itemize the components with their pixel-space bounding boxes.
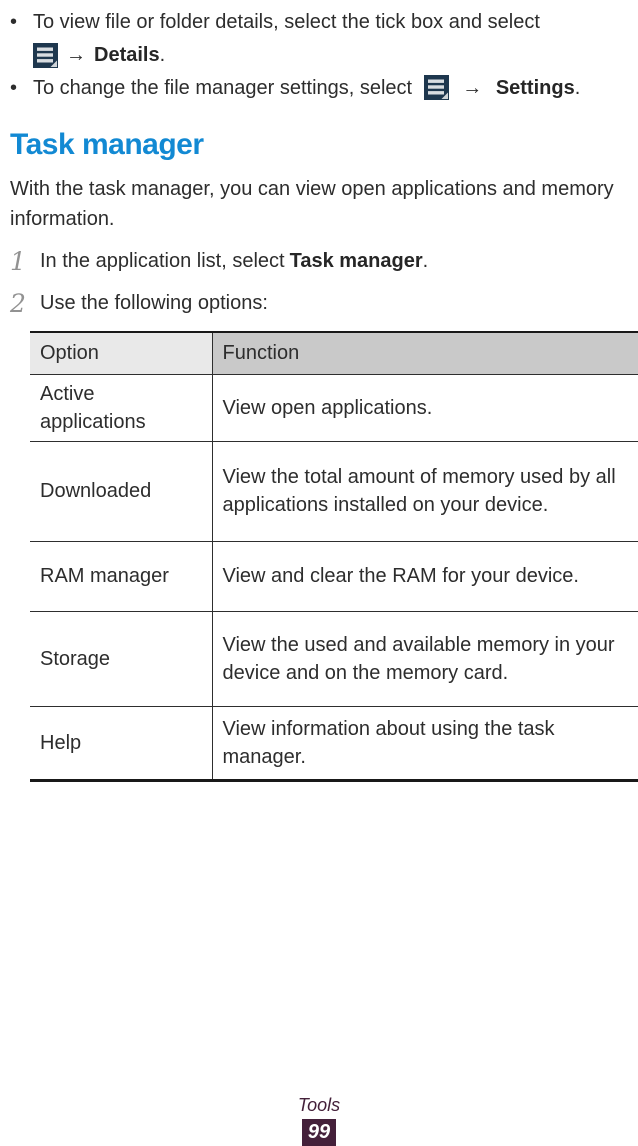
step-suffix: . xyxy=(422,250,429,272)
step-text: Use the following options: xyxy=(40,292,268,314)
step-number: 1 xyxy=(10,247,26,276)
step-item: 2 Use the following options: xyxy=(10,289,638,318)
section-heading: Task manager xyxy=(10,128,204,161)
step-text: In the application list, select xyxy=(40,250,285,272)
page-footer: Tools 99 xyxy=(0,1095,638,1146)
arrow-right-icon: → xyxy=(462,77,483,99)
function-cell: View open applications. xyxy=(212,374,638,442)
table-row: Active applications View open applicatio… xyxy=(30,374,638,442)
bullet-text: To change the file manager settings, sel… xyxy=(33,77,413,99)
bullet-suffix: . xyxy=(159,44,166,66)
option-cell: Active applications xyxy=(30,374,213,442)
bullet-bold-term: Details xyxy=(94,44,160,66)
table-header-option: Option xyxy=(30,332,213,375)
table-header-row: Option Function xyxy=(30,332,638,375)
step-number: 2 xyxy=(10,289,26,318)
option-cell: RAM manager xyxy=(30,541,213,612)
option-cell: Storage xyxy=(30,611,213,707)
intro-paragraph: With the task manager, you can view open… xyxy=(10,178,614,230)
menu-icon xyxy=(33,42,58,68)
bullet-text: To view file or folder details, select t… xyxy=(33,11,540,33)
arrow-right-icon: → xyxy=(66,44,86,66)
table-row: Storage View the used and available memo… xyxy=(30,611,638,707)
function-cell: View information about using the task ma… xyxy=(212,706,638,781)
function-cell: View and clear the RAM for your device. xyxy=(212,541,638,612)
table-row: Downloaded View the total amount of memo… xyxy=(30,441,638,542)
bullet-dot: • xyxy=(10,11,18,33)
menu-icon xyxy=(423,75,449,100)
page-number-badge: 99 xyxy=(302,1119,336,1146)
bullet-suffix: . xyxy=(574,77,581,99)
bullet-bold-term: Settings xyxy=(495,77,575,99)
function-cell: View the used and available memory in yo… xyxy=(212,611,638,707)
bullet-item: • To view file or folder details, select… xyxy=(10,7,638,71)
table-row: RAM manager View and clear the RAM for y… xyxy=(30,541,638,612)
footer-section-label: Tools xyxy=(297,1095,341,1115)
option-cell: Help xyxy=(30,706,213,781)
table-header-function: Function xyxy=(212,332,638,375)
bullet-item: • To change the file manager settings, s… xyxy=(10,73,638,103)
step-bold-term: Task manager xyxy=(289,250,423,272)
table-row: Help View information about using the ta… xyxy=(30,706,638,781)
bullet-dot: • xyxy=(10,77,18,99)
options-table: Option Function Active applications View… xyxy=(30,331,638,782)
option-cell: Downloaded xyxy=(30,441,213,542)
function-cell: View the total amount of memory used by … xyxy=(212,441,638,542)
